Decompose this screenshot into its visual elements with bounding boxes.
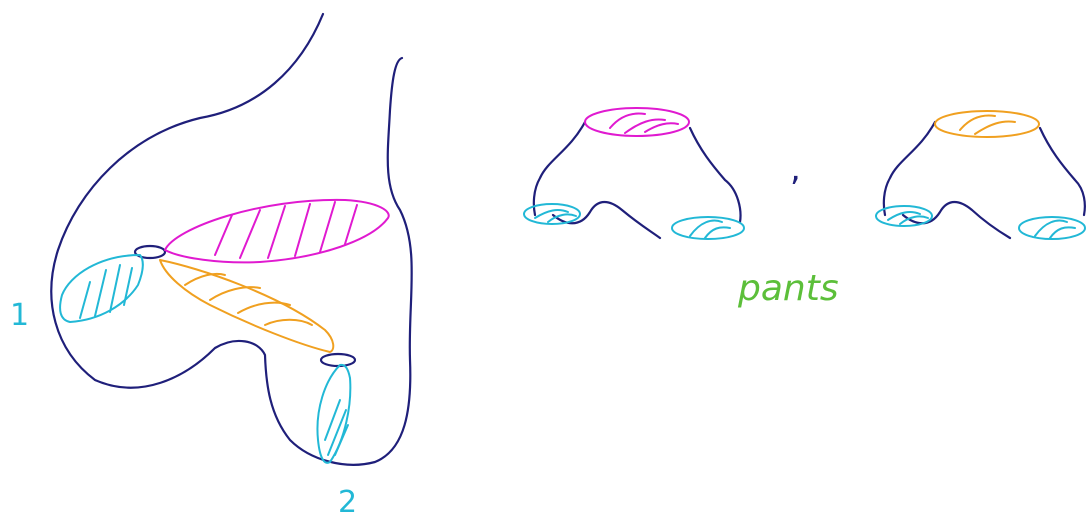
orange-curve xyxy=(160,260,333,352)
boundary-2-curve xyxy=(317,365,350,463)
boundary-1-curve xyxy=(60,255,143,322)
magenta-curve xyxy=(165,200,389,262)
boundary-1-label: 1 xyxy=(10,298,29,333)
hole-left xyxy=(135,246,165,258)
pants-caption: pants xyxy=(737,268,839,309)
pants-piece-magenta xyxy=(524,108,744,239)
surface-figure: 1 2 xyxy=(10,14,412,517)
boundary-2-label: 2 xyxy=(338,485,357,517)
pants-waist-curve xyxy=(585,108,689,136)
pants-piece-orange xyxy=(876,111,1085,239)
separator-comma: , xyxy=(790,149,801,189)
hole-right xyxy=(321,354,355,366)
